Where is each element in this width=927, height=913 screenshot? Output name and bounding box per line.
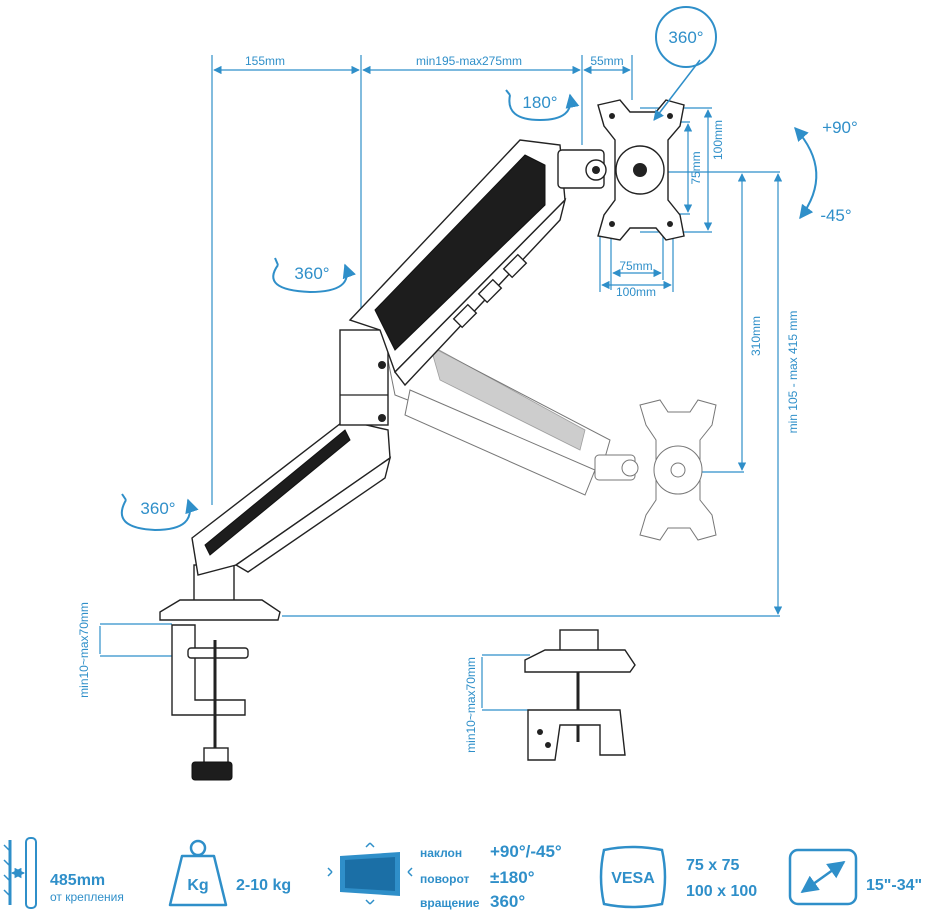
screen-size-icon (788, 848, 858, 906)
motion-label-swivel: поворот (420, 872, 469, 886)
rot-elbow: 360° (294, 264, 329, 283)
dim-height-range: min 105 - max 415 mm (786, 311, 800, 434)
dim-clamp-left: min10~max70mm (77, 602, 91, 698)
dim-top-left: 155mm (245, 54, 285, 68)
rot-monitor: 360° (668, 28, 703, 47)
motion-value-rotate: 360° (490, 892, 525, 911)
dim-vesa-v-small: 75mm (689, 151, 703, 184)
wall-length-icon (3, 837, 37, 909)
weight-icon (168, 839, 228, 907)
rot-tilt-up: +90° (822, 118, 858, 137)
spec-length-caption: от крепления (50, 890, 124, 904)
weight-icon-label: Kg (187, 877, 208, 894)
rotation-badges (120, 6, 818, 532)
spec-vesa-line1: 75 x 75 (686, 857, 739, 874)
spec-load-value: 2-10 kg (236, 877, 291, 894)
monitor-arm (159, 99, 685, 781)
motion-icon (327, 842, 413, 905)
clamp-alt (524, 629, 636, 761)
spec-vesa-line2: 100 x 100 (686, 883, 757, 900)
vesa-icon (599, 845, 667, 909)
dim-drop: 310mm (749, 316, 763, 356)
motion-value-tilt: +90°/-45° (490, 842, 562, 861)
dim-top-right: 55mm (590, 54, 623, 68)
dim-vesa-h-large: 100mm (616, 285, 656, 299)
dim-clamp-right: min10~max70mm (464, 657, 478, 753)
motion-value-swivel: ±180° (490, 868, 535, 887)
vesa-icon-label: VESA (611, 870, 655, 887)
rot-tilt-down: -45° (820, 206, 851, 225)
motion-label-rotate: вращение (420, 896, 480, 910)
ghost-arm (379, 319, 717, 541)
spec-screen-value: 15"-34" (866, 877, 922, 894)
dim-vesa-v-large: 100mm (711, 120, 725, 160)
rot-tilt-head: 180° (522, 93, 557, 112)
spec-length-value: 485mm (50, 872, 105, 889)
rot-base: 360° (140, 499, 175, 518)
dim-vesa-h-small: 75mm (619, 259, 652, 273)
motion-label-tilt: наклон (420, 846, 462, 860)
dim-top-mid: min195-max275mm (416, 54, 522, 68)
